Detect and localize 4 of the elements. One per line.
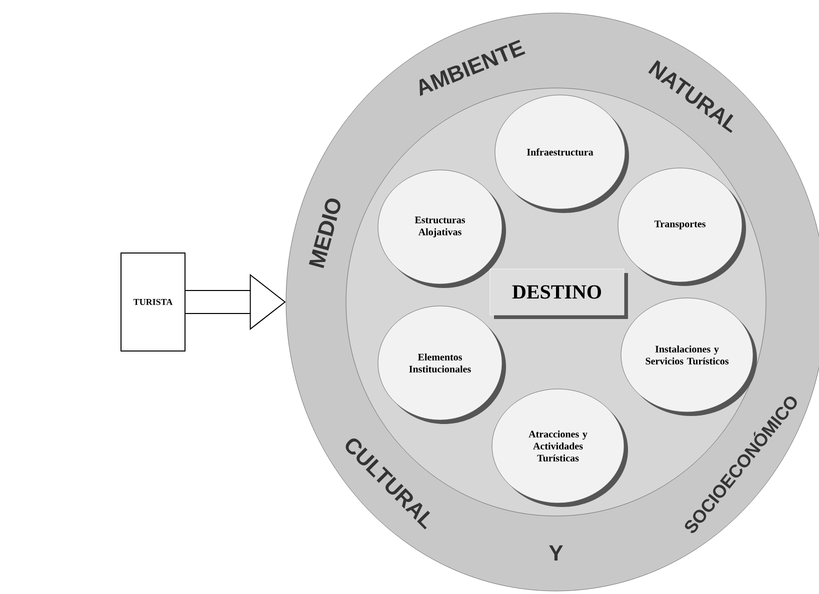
text-box: TURISTA — [120, 252, 186, 352]
ring-word: Y — [549, 545, 563, 561]
destination-box: DESTINO — [490, 268, 628, 319]
ring-word: MEDIO — [308, 198, 340, 268]
